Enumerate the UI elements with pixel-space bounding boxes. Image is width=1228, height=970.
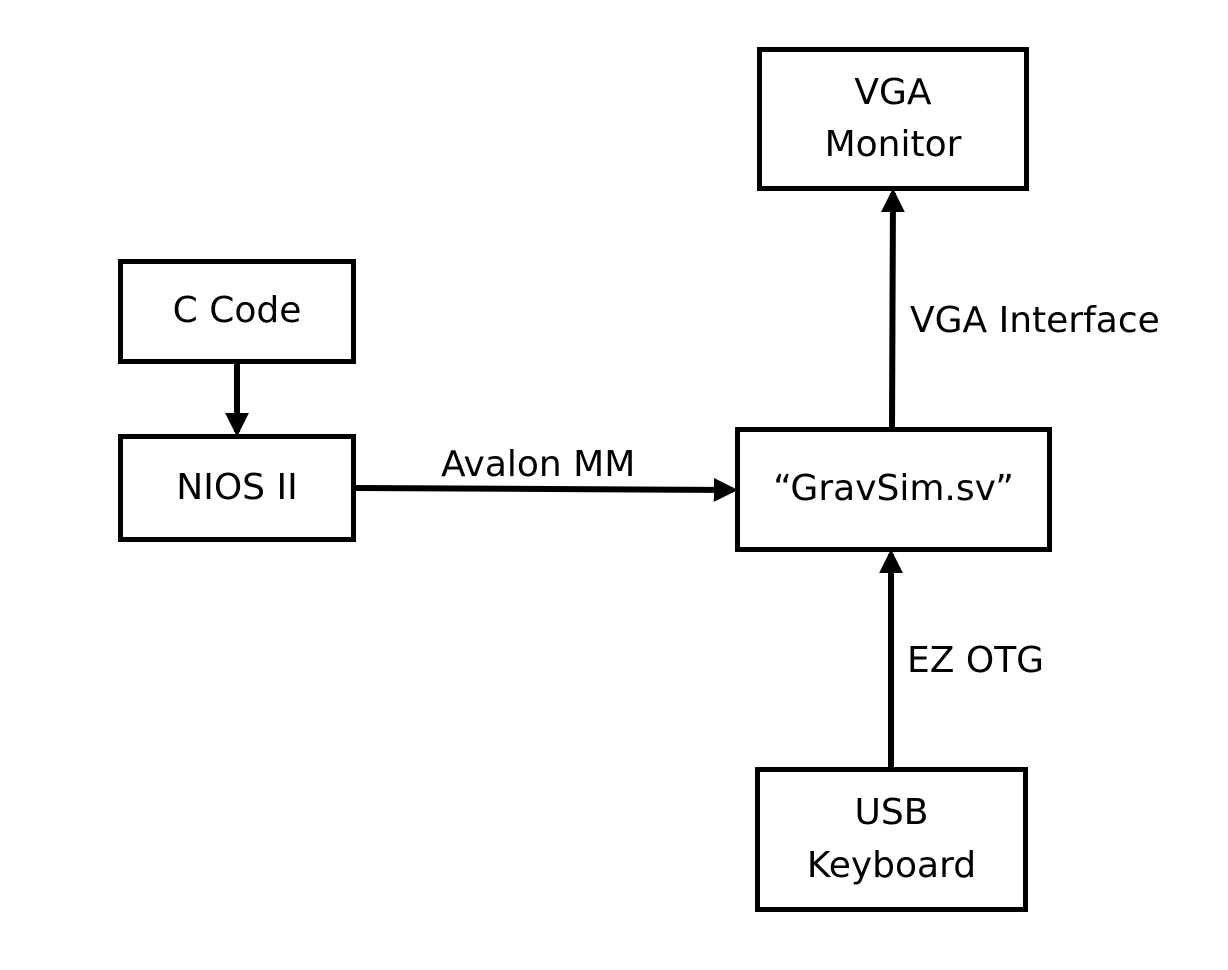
c-code-block: C Code: [118, 259, 356, 364]
arrow-gravsim-to-vga: [880, 188, 905, 428]
c-code-label: C Code: [172, 290, 302, 332]
vga-monitor-label: VGA Monitor: [824, 71, 962, 165]
arrow-nios-to-gravsim: [355, 477, 738, 502]
usb-keyboard-block: USB Keyboard: [755, 767, 1028, 912]
vga-monitor-block: VGA Monitor: [757, 47, 1029, 191]
usb-keyboard-label: USB Keyboard: [806, 792, 977, 886]
vga-interface-label: VGA Interface: [910, 300, 1160, 341]
ez-otg-label: EZ OTG: [907, 640, 1045, 681]
avalon-mm-label: Avalon MM: [441, 444, 636, 485]
gravsim-block: “GravSim.sv”: [735, 427, 1052, 552]
nios-ii-label: NIOS II: [176, 466, 298, 508]
gravsim-label: “GravSim.sv”: [773, 468, 1014, 510]
nios-ii-block: NIOS II: [118, 434, 356, 542]
